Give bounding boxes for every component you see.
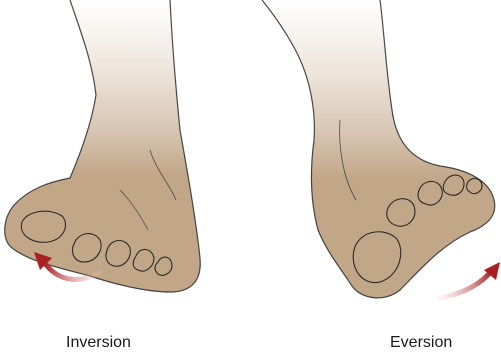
eversion-label: Eversion (390, 334, 452, 352)
left-foot-inversion (5, 0, 201, 292)
inversion-label: Inversion (66, 334, 131, 352)
right-foot-eversion (262, 0, 495, 298)
eversion-arrow-icon (440, 262, 500, 298)
